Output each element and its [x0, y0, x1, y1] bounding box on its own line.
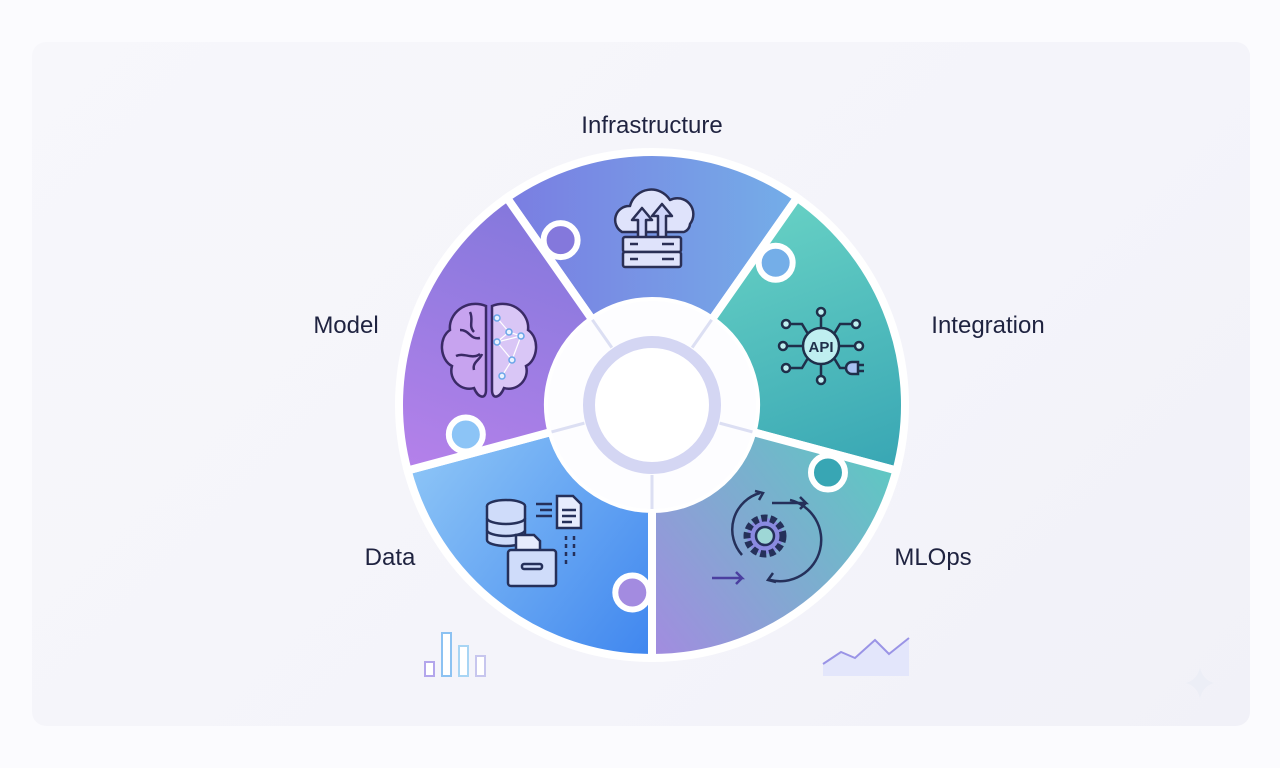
hub-spoke — [551, 421, 585, 434]
label-mlops: MLOps — [894, 544, 972, 571]
cloud-server-icon — [613, 188, 695, 269]
center-hub — [548, 301, 756, 509]
puzzle-tab — [540, 220, 581, 261]
puzzle-tab — [807, 452, 848, 493]
center-ring — [583, 336, 721, 474]
brain-icon — [440, 302, 538, 398]
line-chart-decoration-icon — [822, 637, 910, 676]
label-infrastructure: Infrastructure — [581, 112, 723, 139]
gear-cycle-icon — [712, 489, 823, 585]
bar-chart-decoration-icon — [424, 632, 486, 677]
label-model: Model — [313, 312, 379, 339]
hub-spoke — [719, 421, 753, 434]
puzzle-tab — [612, 572, 653, 613]
sparkle-icon — [1186, 668, 1214, 698]
label-data: Data — [364, 544, 416, 571]
puzzle-tab — [445, 414, 486, 455]
puzzle-tab — [755, 242, 796, 283]
svg-text:API: API — [808, 339, 833, 356]
label-integration: Integration — [931, 312, 1045, 339]
database-documents-icon — [485, 494, 583, 588]
api-icon: API — [777, 306, 865, 386]
hub-spoke — [690, 318, 713, 349]
hub-spoke — [591, 318, 614, 349]
